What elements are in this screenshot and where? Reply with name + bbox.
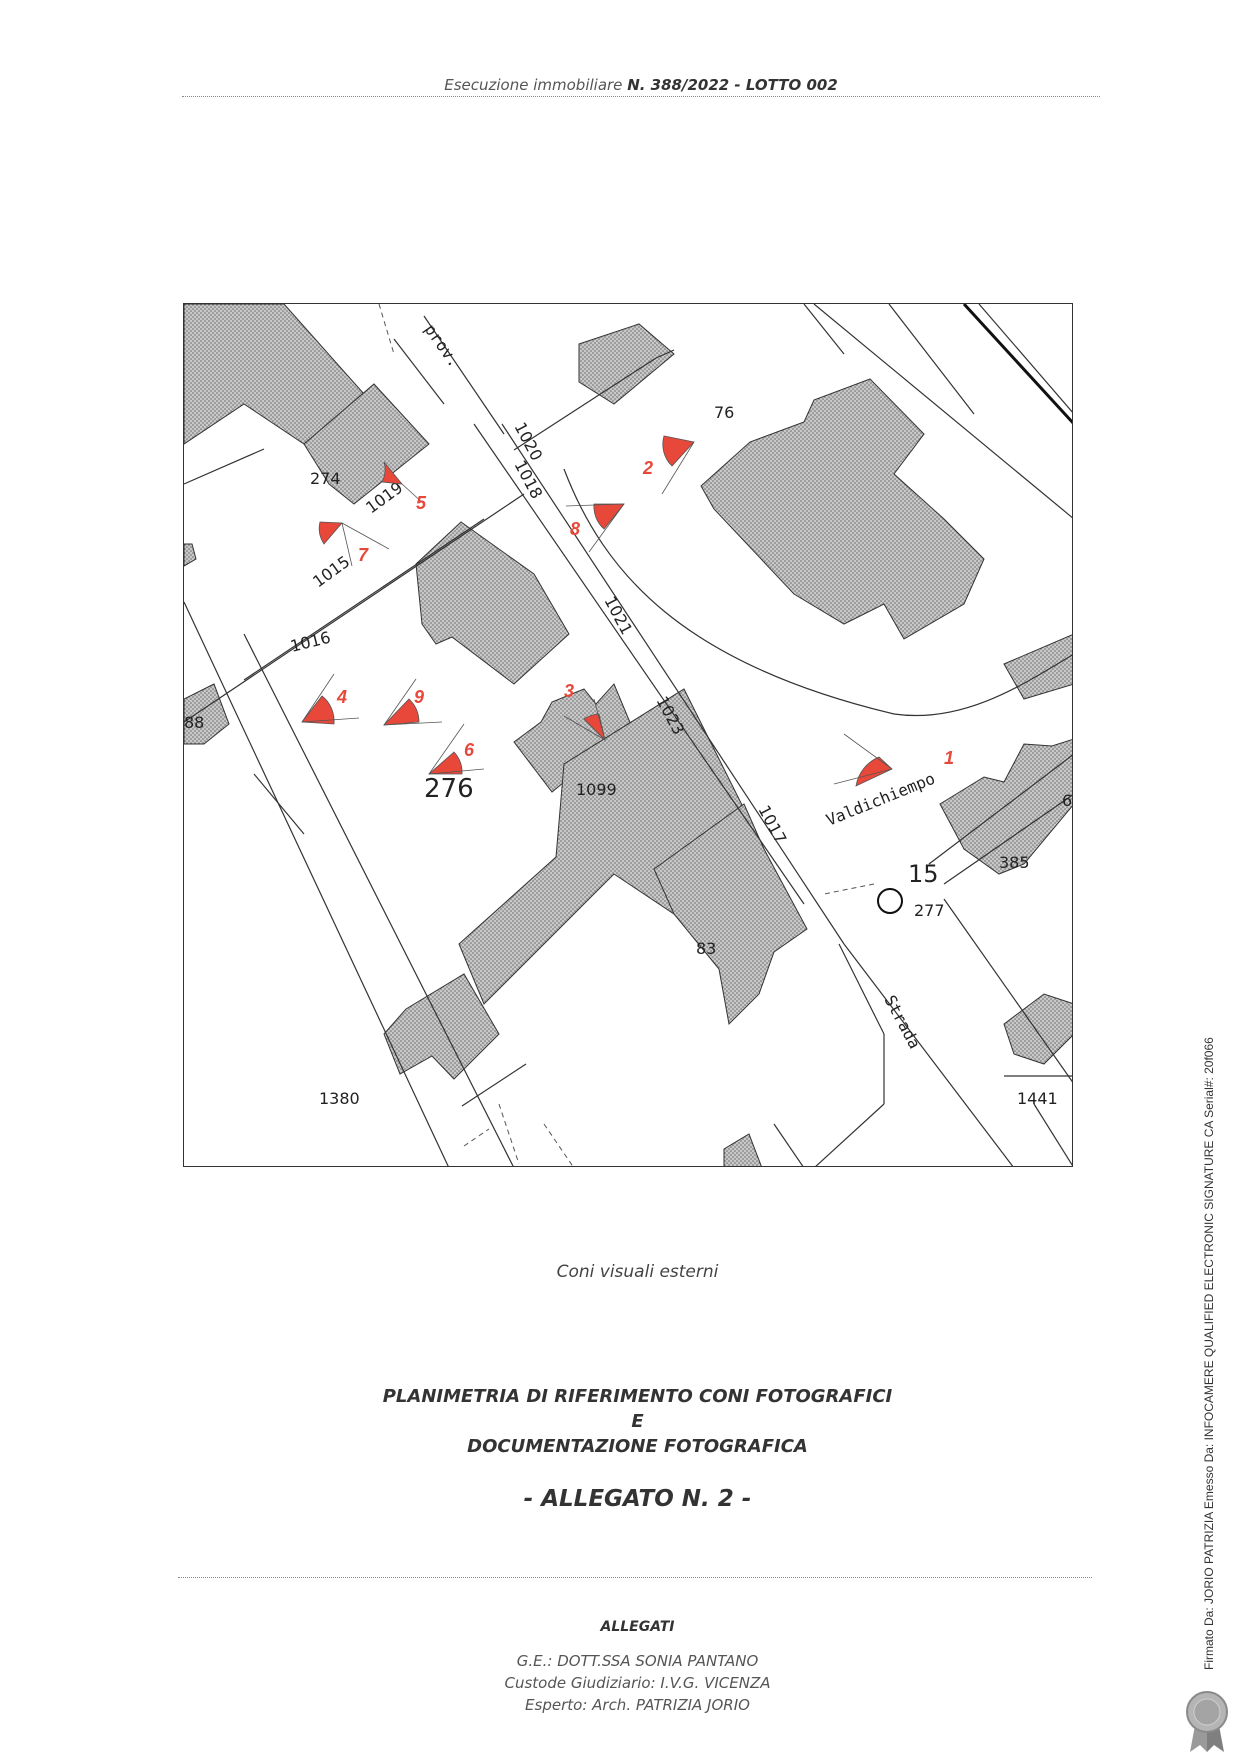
road-label-strada: Strada bbox=[880, 992, 924, 1052]
header-prefix: Esecuzione immobiliare bbox=[444, 76, 623, 94]
viewpoint-1 bbox=[833, 733, 893, 787]
parcel-1015: 1015 bbox=[309, 552, 353, 591]
parcel-274: 274 bbox=[310, 469, 341, 488]
parcel-1099: 1099 bbox=[576, 780, 617, 799]
parcel-83: 83 bbox=[696, 939, 716, 958]
viewpoint-label-6: 6 bbox=[464, 740, 475, 760]
parcel-1018: 1018 bbox=[510, 457, 546, 502]
viewpoint-cones bbox=[301, 435, 893, 787]
footer-custodian: Custode Giudiziario: I.V.G. VICENZA bbox=[504, 1674, 771, 1692]
viewpoint-6 bbox=[427, 723, 485, 775]
digital-signature-note: Firmato Da: JORIO PATRIZIA Emesso Da: IN… bbox=[1202, 1037, 1222, 1690]
viewpoint-8 bbox=[565, 503, 625, 553]
parcel-385: 385 bbox=[999, 853, 1030, 872]
signature-text: Firmato Da: JORIO PATRIZIA Emesso Da: IN… bbox=[1202, 1037, 1216, 1670]
viewpoint-label-5: 5 bbox=[416, 493, 427, 513]
title-line-1: PLANIMETRIA DI RIFERIMENTO CONI FOTOGRAF… bbox=[382, 1386, 893, 1407]
page-header: Esecuzione immobiliare N. 388/2022 - LOT… bbox=[182, 76, 1100, 94]
buildings bbox=[184, 304, 1072, 1166]
parcel-276: 276 bbox=[424, 774, 474, 804]
viewpoint-label-2: 2 bbox=[642, 458, 653, 478]
parcel-88: 88 bbox=[184, 713, 204, 732]
seal-ribbon-icon bbox=[1186, 1691, 1228, 1752]
header-case-number: N. 388/2022 - LOTTO 002 bbox=[627, 76, 838, 94]
viewpoint-5 bbox=[381, 461, 425, 505]
viewpoint-9 bbox=[382, 678, 443, 726]
parcel-1380: 1380 bbox=[319, 1089, 360, 1108]
parcel-277: 277 bbox=[914, 901, 945, 920]
parcel-1441: 1441 bbox=[1017, 1089, 1058, 1108]
road-label-valdichiempo: Valdichiempo bbox=[823, 769, 937, 830]
footer-expert: Esperto: Arch. PATRIZIA JORIO bbox=[525, 1696, 750, 1714]
parcel-15: 15 bbox=[908, 860, 939, 888]
parcel-76: 76 bbox=[714, 403, 734, 422]
viewpoint-label-7: 7 bbox=[358, 545, 369, 565]
circle-marker-icon bbox=[877, 888, 903, 914]
viewpoint-7 bbox=[318, 521, 390, 567]
allegato-number: - ALLEGATO N. 2 - bbox=[523, 1486, 752, 1512]
parcel-1016: 1016 bbox=[288, 628, 332, 656]
footer-heading: ALLEGATI bbox=[600, 1619, 675, 1635]
viewpoint-label-1: 1 bbox=[944, 748, 954, 768]
viewpoint-label-9: 9 bbox=[414, 687, 424, 707]
parcel-lines bbox=[184, 304, 1072, 1166]
map-caption: Coni visuali esterni bbox=[556, 1262, 719, 1282]
viewpoint-numbers: 1 2 3 4 5 6 7 8 9 bbox=[336, 458, 954, 768]
viewpoint-label-8: 8 bbox=[570, 519, 580, 539]
dashed-lines bbox=[378, 304, 875, 1166]
road-label-prov: prov. bbox=[421, 320, 464, 370]
cadastral-map: 76 274 1019 1020 1018 1021 1015 1016 102… bbox=[183, 303, 1073, 1167]
title-line-3: DOCUMENTAZIONE FOTOGRAFICA bbox=[467, 1436, 808, 1457]
parcel-6: 6 bbox=[1062, 791, 1072, 810]
cadastral-map-drawing: 76 274 1019 1020 1018 1021 1015 1016 102… bbox=[184, 304, 1072, 1166]
footer-divider bbox=[178, 1577, 1092, 1578]
viewpoint-3 bbox=[563, 698, 606, 742]
footer-judge: G.E.: DOTT.SSA SONIA PANTANO bbox=[516, 1652, 759, 1670]
header-divider bbox=[182, 96, 1100, 97]
title-line-2: E bbox=[631, 1411, 644, 1432]
viewpoint-label-4: 4 bbox=[336, 687, 347, 707]
viewpoint-4 bbox=[301, 673, 360, 725]
viewpoint-2 bbox=[661, 435, 695, 495]
viewpoint-label-3: 3 bbox=[564, 681, 574, 701]
